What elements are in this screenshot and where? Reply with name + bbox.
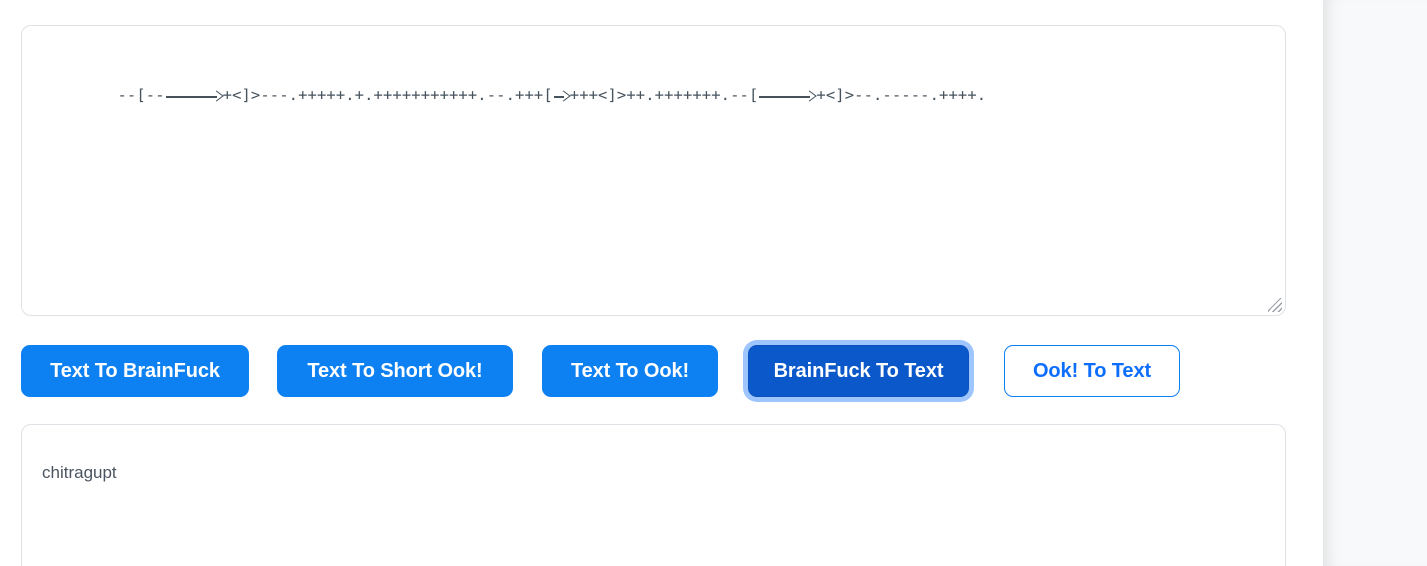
brainfuck-input-resize-handle[interactable] <box>1268 298 1282 312</box>
ook-to-text-button[interactable]: Ook! To Text <box>1004 345 1180 397</box>
text-output[interactable]: chitragupt <box>21 424 1286 566</box>
brainfuck-code-text: --[--+<]>---.+++++.+.+++++++++++.--.+++[… <box>117 86 987 105</box>
text-to-short-ook-button[interactable]: Text To Short Ook! <box>277 345 513 397</box>
long-arrow-ligature <box>165 90 222 102</box>
conversion-button-row: Text To BrainFuck Text To Short Ook! Text … <box>21 345 1286 397</box>
brainfuck-input[interactable]: --[--+<]>---.+++++.+.+++++++++++.--.+++[… <box>21 25 1286 316</box>
long-arrow-ligature <box>759 90 815 102</box>
text-output-wrapper: chitragupt <box>21 424 1286 566</box>
brainfuck-input-wrapper: --[--+<]>---.+++++.+.+++++++++++.--.+++[… <box>21 25 1286 316</box>
main-content: --[--+<]>---.+++++.+.+++++++++++.--.+++[… <box>0 0 1323 566</box>
text-to-ook-button[interactable]: Text To Ook! <box>542 345 718 397</box>
short-arrow-ligature <box>553 90 569 102</box>
page-gutter <box>1323 0 1427 566</box>
text-to-brainfuck-button[interactable]: Text To BrainFuck <box>21 345 249 397</box>
brainfuck-to-text-button[interactable]: BrainFuck To Text <box>748 345 969 397</box>
